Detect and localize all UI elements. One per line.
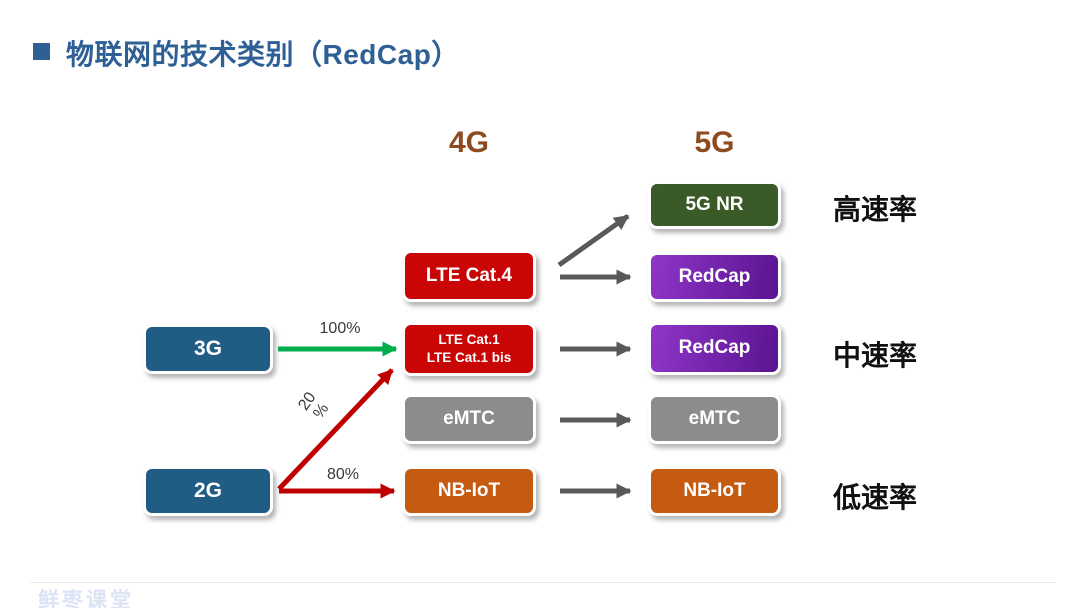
node-lte-cat1: LTE Cat.1 LTE Cat.1 bis — [402, 322, 536, 376]
footer-divider — [30, 582, 1056, 583]
label-80-percent: 80% — [326, 466, 360, 483]
arrow-2g-to-cat1 — [277, 368, 394, 491]
label-100-percent: 100% — [319, 320, 361, 337]
node-nbiot-5g: NB-IoT — [648, 466, 781, 516]
node-5g-nr: 5G NR — [648, 181, 781, 229]
label-mid-speed: 中速率 — [833, 340, 918, 371]
node-emtc-4g: eMTC — [402, 394, 536, 444]
node-emtc-5g: eMTC — [648, 394, 781, 444]
title-bullet-square — [33, 43, 50, 60]
node-3g: 3G — [143, 324, 273, 374]
node-2g: 2G — [143, 466, 273, 516]
page-title: 物联网的技术类别（RedCap） — [66, 39, 460, 70]
column-header-4g: 4G — [448, 126, 490, 159]
node-nbiot-4g: NB-IoT — [402, 466, 536, 516]
arrow-cat4-to-5gnr — [557, 213, 630, 268]
label-high-speed: 高速率 — [833, 194, 918, 225]
node-redcap-mid: RedCap — [648, 322, 781, 375]
column-header-5g: 5G — [694, 126, 735, 159]
label-low-speed: 低速率 — [833, 482, 918, 513]
node-redcap-high: RedCap — [648, 252, 781, 302]
node-lte-cat4: LTE Cat.4 — [402, 250, 536, 302]
watermark-logo: 鲜枣课堂 — [38, 589, 134, 608]
